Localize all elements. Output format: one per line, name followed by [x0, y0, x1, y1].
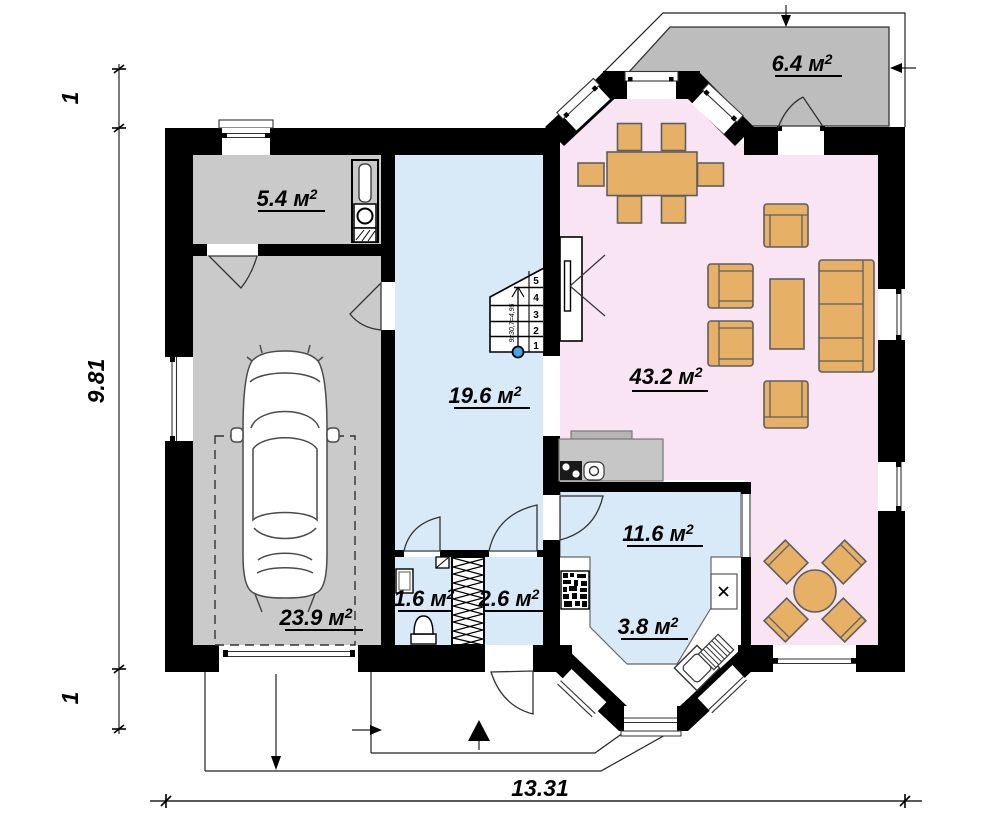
svg-text:1: 1 — [533, 341, 539, 352]
svg-text:6.4 м2: 6.4 м2 — [772, 51, 833, 76]
svg-text:1: 1 — [57, 692, 83, 705]
svg-text:5.4 м2: 5.4 м2 — [257, 186, 318, 211]
svg-text:13.31: 13.31 — [511, 775, 569, 801]
svg-text:1: 1 — [57, 92, 83, 105]
svg-text:2: 2 — [533, 326, 539, 337]
svg-text:9x30,7=4,95: 9x30,7=4,95 — [509, 304, 516, 343]
svg-text:9.81: 9.81 — [83, 359, 109, 404]
svg-text:4: 4 — [533, 293, 539, 304]
svg-text:23.9 м2: 23.9 м2 — [278, 605, 352, 630]
svg-text:3.8 м2: 3.8 м2 — [618, 614, 679, 639]
svg-text:5: 5 — [533, 276, 539, 287]
svg-text:11.6 м2: 11.6 м2 — [622, 521, 694, 546]
svg-text:1.6 м2: 1.6 м2 — [394, 586, 455, 611]
svg-text:2.6 м2: 2.6 м2 — [478, 586, 540, 611]
svg-text:43.2 м2: 43.2 м2 — [628, 364, 702, 389]
svg-text:3: 3 — [533, 310, 539, 321]
svg-text:19.6 м2: 19.6 м2 — [448, 383, 521, 408]
